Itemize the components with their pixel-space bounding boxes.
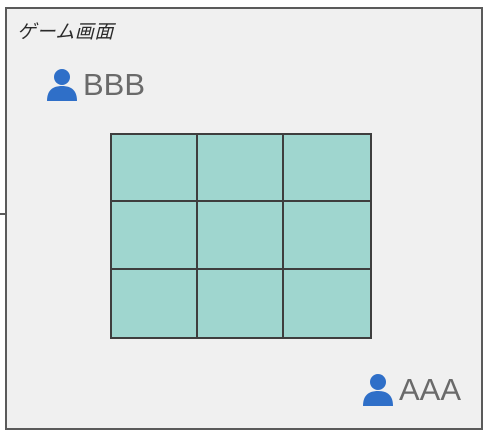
board-cell-1-2[interactable] <box>198 135 284 203</box>
connector-tick <box>0 213 6 215</box>
board-cell-2-2[interactable] <box>198 202 284 270</box>
game-board <box>110 133 372 339</box>
self-player: AAA <box>360 371 461 407</box>
board-cell-3-3[interactable] <box>284 269 370 337</box>
opponent-name: BBB <box>83 66 146 102</box>
screen-title: ゲーム画面 <box>17 21 114 43</box>
board-cell-1-3[interactable] <box>284 135 370 203</box>
board-cell-3-2[interactable] <box>198 269 284 337</box>
board-cell-2-1[interactable] <box>112 202 198 270</box>
user-icon <box>47 69 77 101</box>
self-name: AAA <box>399 371 462 407</box>
board-cell-2-3[interactable] <box>284 202 370 270</box>
game-screen: ゲーム画面 BBB AAA <box>5 7 483 430</box>
board-cell-3-1[interactable] <box>112 269 198 337</box>
user-icon <box>363 374 393 406</box>
opponent-player: BBB <box>44 66 145 102</box>
board-cell-1-1[interactable] <box>112 135 198 203</box>
